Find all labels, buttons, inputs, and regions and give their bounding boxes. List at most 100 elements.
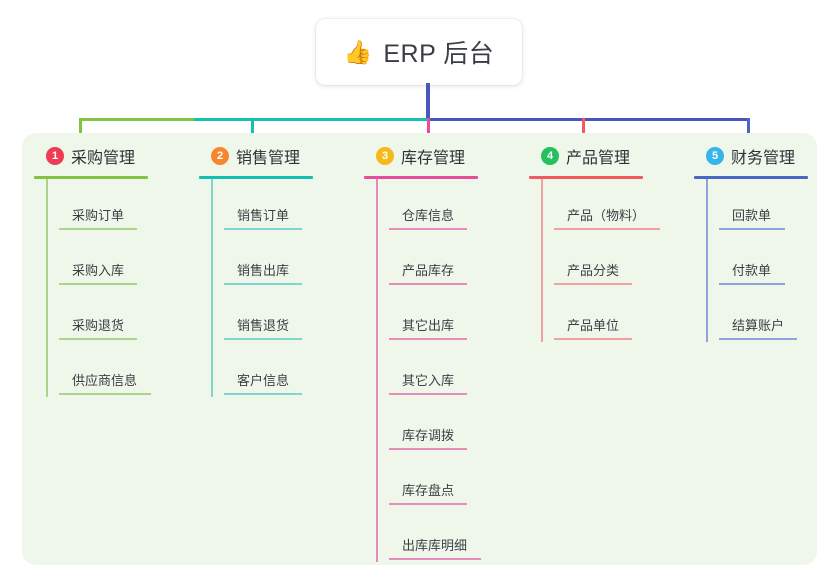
branch-item-label: 其它入库 <box>402 373 455 388</box>
branch-item-underline <box>389 338 467 340</box>
branch-items: 回款单付款单结算账户 <box>694 179 808 344</box>
branch-item[interactable]: 库存调拨 <box>376 399 478 454</box>
branch-header-1[interactable]: 1 采购管理 <box>34 144 148 168</box>
branch-item-label: 仓库信息 <box>402 208 455 223</box>
branch-number-badge: 5 <box>706 147 724 165</box>
branch-underline <box>199 176 313 179</box>
branch-item-label: 库存盘点 <box>402 483 455 498</box>
branches-panel <box>22 133 817 565</box>
branch-spine <box>376 179 378 562</box>
branch-item-underline <box>224 393 302 395</box>
branch-number-badge: 4 <box>541 147 559 165</box>
branch-item-label: 客户信息 <box>237 373 290 388</box>
branch-item-underline <box>59 228 137 230</box>
branch-underline <box>529 176 643 179</box>
branch-item[interactable]: 产品（物料） <box>541 179 660 234</box>
branch-item[interactable]: 产品分类 <box>541 234 643 289</box>
branch-item[interactable]: 销售退货 <box>211 289 313 344</box>
branch-item[interactable]: 其它出库 <box>376 289 478 344</box>
branch-item-underline <box>389 283 467 285</box>
connector-drop-5 <box>747 118 750 147</box>
branch-header-5[interactable]: 5 财务管理 <box>694 144 808 168</box>
branch-item-label: 其它出库 <box>402 318 455 333</box>
branch-title: 财务管理 <box>731 150 796 167</box>
branch-title: 采购管理 <box>71 150 136 167</box>
connector-drop-3 <box>427 118 430 147</box>
branch-item-label: 销售出库 <box>237 263 290 278</box>
branch-item[interactable]: 付款单 <box>706 234 808 289</box>
branch-item-label: 销售退货 <box>237 318 290 333</box>
branch-item-label: 库存调拨 <box>402 428 455 443</box>
branch-item[interactable]: 销售订单 <box>211 179 313 234</box>
branch-item[interactable]: 采购入库 <box>46 234 148 289</box>
branch-item[interactable]: 结算账户 <box>706 289 808 344</box>
branch-column-1: 1 采购管理采购订单采购入库采购退货供应商信息 <box>34 144 151 399</box>
branch-item-underline <box>59 283 137 285</box>
branch-item-underline <box>389 558 481 560</box>
branch-underline <box>34 176 148 179</box>
branch-column-5: 5 财务管理回款单付款单结算账户 <box>694 144 808 344</box>
branch-items: 销售订单销售出库销售退货客户信息 <box>199 179 313 399</box>
branch-item-label: 产品（物料） <box>567 208 646 223</box>
connector-drop-4 <box>582 118 585 147</box>
branch-number-badge: 1 <box>46 147 64 165</box>
branch-spine <box>706 179 708 342</box>
branch-spine <box>211 179 213 397</box>
branch-item[interactable]: 产品库存 <box>376 234 478 289</box>
branch-item-label: 回款单 <box>732 208 772 223</box>
branch-item-underline <box>59 393 151 395</box>
branch-item[interactable]: 采购退货 <box>46 289 148 344</box>
connector-drop-2 <box>251 118 254 147</box>
branch-item-underline <box>554 228 660 230</box>
branch-number-badge: 3 <box>376 147 394 165</box>
branch-item[interactable]: 出库库明细 <box>376 509 481 564</box>
branch-item[interactable]: 回款单 <box>706 179 808 234</box>
branch-item[interactable]: 其它入库 <box>376 344 478 399</box>
branch-item-underline <box>224 283 302 285</box>
branch-column-2: 2 销售管理销售订单销售出库销售退货客户信息 <box>199 144 313 399</box>
branch-spine <box>541 179 543 342</box>
branch-item-label: 产品库存 <box>402 263 455 278</box>
branch-item-label: 付款单 <box>732 263 772 278</box>
branch-item[interactable]: 供应商信息 <box>46 344 151 399</box>
connector-bar-segment-1 <box>79 118 194 121</box>
branch-item-underline <box>389 503 467 505</box>
branch-item-underline <box>224 228 302 230</box>
branch-item-underline <box>59 338 137 340</box>
branch-spine <box>46 179 48 397</box>
root-node-card[interactable]: 👍 ERP 后台 <box>316 19 522 85</box>
branch-item-label: 产品单位 <box>567 318 620 333</box>
branch-item-label: 产品分类 <box>567 263 620 278</box>
branch-item-label: 采购入库 <box>72 263 125 278</box>
branch-item[interactable]: 采购订单 <box>46 179 148 234</box>
branch-item-label: 采购退货 <box>72 318 125 333</box>
branch-item-underline <box>719 228 785 230</box>
connector-bar-segment-2 <box>194 118 430 121</box>
branch-underline <box>694 176 808 179</box>
branch-item-underline <box>389 448 467 450</box>
branch-item-underline <box>389 393 467 395</box>
branch-item-label: 出库库明细 <box>402 538 468 553</box>
branch-item-label: 结算账户 <box>732 318 785 333</box>
branch-item[interactable]: 库存盘点 <box>376 454 478 509</box>
branch-item[interactable]: 仓库信息 <box>376 179 478 234</box>
branch-title: 销售管理 <box>236 150 301 167</box>
branch-item-label: 供应商信息 <box>72 373 138 388</box>
branch-item-label: 采购订单 <box>72 208 125 223</box>
branch-item[interactable]: 销售出库 <box>211 234 313 289</box>
branch-items: 产品（物料） 产品分类产品单位 <box>529 179 660 344</box>
branch-number-badge: 2 <box>211 147 229 165</box>
branch-item[interactable]: 客户信息 <box>211 344 313 399</box>
root-connector-stem <box>426 83 430 121</box>
branch-item-underline <box>224 338 302 340</box>
connector-bar-segment-3 <box>428 118 750 121</box>
branch-underline <box>364 176 478 179</box>
branch-header-2[interactable]: 2 销售管理 <box>199 144 313 168</box>
branch-item-underline <box>389 228 467 230</box>
branch-item[interactable]: 产品单位 <box>541 289 643 344</box>
branch-item-underline <box>554 338 632 340</box>
